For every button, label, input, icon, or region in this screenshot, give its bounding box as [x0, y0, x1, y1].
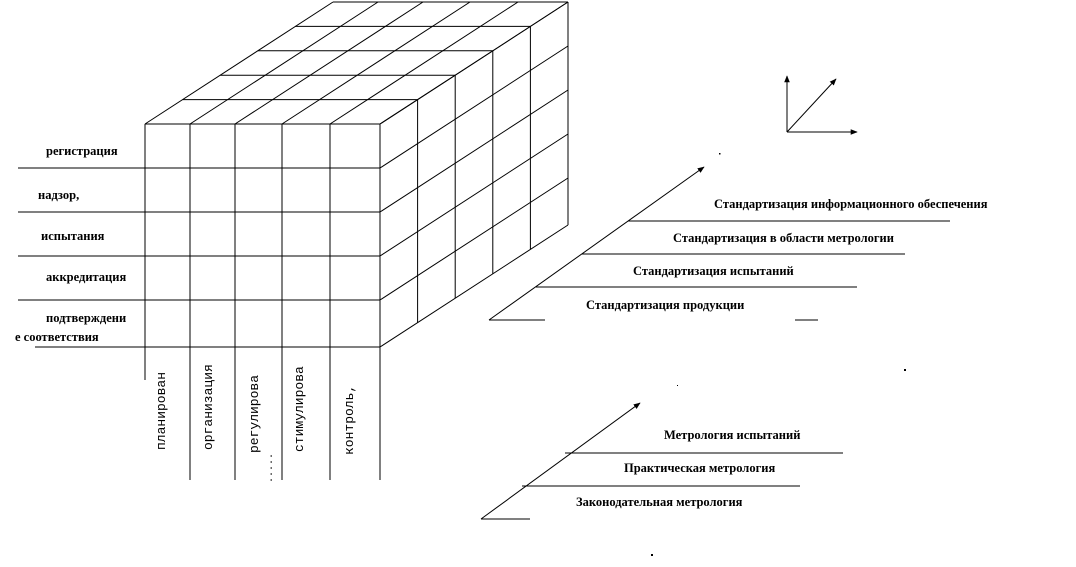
side-depth-line: [379, 89, 569, 213]
column-label-planning: планирован: [154, 372, 169, 450]
top-depth-line: [189, 1, 379, 125]
standardization-level-information: Стандартизация информационного обеспечен…: [714, 197, 988, 211]
stray-dots: [651, 153, 906, 556]
standardization-level-products: Стандартизация продукции: [586, 298, 744, 312]
top-depth-line: [281, 1, 471, 125]
row-label-accreditation: аккредитация: [46, 270, 126, 284]
top-depth-line: [144, 1, 334, 125]
side-depth-line: [379, 133, 569, 257]
column-label-stimulation: стимулирова: [292, 366, 307, 452]
standardization-level-metrology: Стандартизация в области метрологии: [673, 231, 894, 245]
metrology-level-practical: Практическая метрология: [624, 461, 775, 475]
side-depth-line: [379, 224, 569, 348]
row-label-conformity-1: подтверждени: [46, 311, 126, 325]
standardization-staircase: Стандартизация продукции Стандартизация …: [488, 166, 988, 321]
row-label-registration: регистрация: [46, 144, 118, 158]
column-label-organization: организация: [201, 364, 216, 450]
cube-grid: [18, 1, 569, 480]
row-label-conformity-2: е соответствия: [15, 330, 99, 344]
standardization-level-tests: Стандартизация испытаний: [633, 264, 794, 278]
side-depth-line: [379, 1, 569, 125]
top-depth-line: [329, 1, 519, 125]
column-label-control: контроль,: [342, 385, 357, 455]
side-depth-line: [379, 177, 569, 301]
metrology-axis-arrow-icon: [480, 402, 641, 520]
column-label-regulation-dots: .....: [265, 453, 276, 483]
metrology-staircase: Законодательная метрология Практическая …: [480, 402, 843, 520]
metrology-level-legal: Законодательная метрология: [576, 495, 743, 509]
top-depth-line: [234, 1, 424, 125]
axes-legend: [784, 75, 858, 135]
row-label-supervision: надзор,: [38, 188, 79, 202]
axis-arrow-diagonal-icon: [786, 78, 837, 133]
row-label-testing: испытания: [41, 229, 105, 243]
column-labels: планирован организация регулирова ..... …: [154, 364, 357, 483]
side-depth-line: [379, 45, 569, 169]
standardization-axis-arrow-icon: [488, 166, 705, 321]
metrology-level-testing: Метрология испытаний: [664, 428, 800, 442]
row-labels: регистрация надзор, испытания аккредитац…: [15, 144, 126, 344]
column-label-regulation: регулирова: [247, 375, 262, 453]
